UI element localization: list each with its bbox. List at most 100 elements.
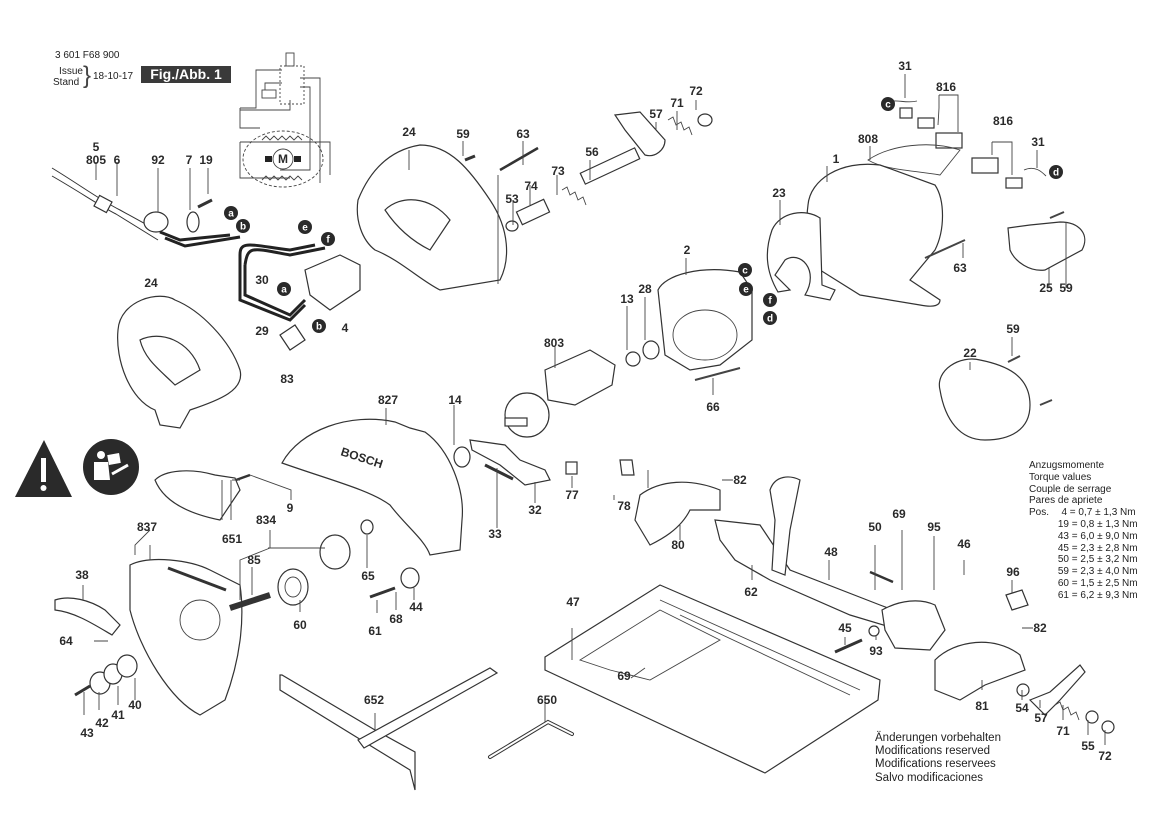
label-4: 4 (342, 321, 349, 335)
label-57-upper: 57 (649, 107, 663, 121)
label-652: 652 (364, 693, 384, 707)
part-77 (565, 461, 578, 475)
leader-lines (82, 74, 1106, 745)
label-9: 9 (287, 501, 294, 515)
label-59-upper: 59 (456, 127, 470, 141)
label-816-left: 816 (936, 80, 956, 94)
warning-icon (15, 440, 72, 497)
power-cord (51, 167, 241, 248)
label-14: 14 (448, 393, 462, 407)
stator-armature (504, 269, 753, 438)
switch-assembly (238, 243, 361, 351)
label-82-right: 82 (1033, 621, 1047, 635)
connector-f-stator: f (763, 293, 777, 307)
brace: } (83, 62, 92, 89)
label-71-lower: 71 (1056, 724, 1070, 738)
torque-row: 60 = 1,5 ± 2,5 Nm (1057, 577, 1138, 589)
part-number: 3 601 F68 900 (55, 50, 120, 61)
label-44: 44 (409, 600, 423, 614)
label-59-cover: 59 (1006, 322, 1020, 336)
modifications-notice: Änderungen vorbehalten Modifications res… (875, 732, 1001, 785)
torque-title-de: Anzugsmomente (1029, 460, 1105, 471)
label-7: 7 (186, 153, 193, 167)
label-650: 650 (537, 693, 557, 707)
flange (277, 568, 309, 606)
connector-a-cord: a (224, 206, 238, 220)
torque-row: 50 = 2,5 ± 3,2 Nm (1057, 554, 1138, 566)
connector-b-cord: b (236, 219, 250, 233)
label-24-left: 24 (144, 276, 158, 290)
connector-a-switch: a (277, 282, 291, 296)
stand-label: Stand (53, 77, 80, 88)
label-816-right: 816 (993, 114, 1013, 128)
connector-d-stator: d (763, 311, 777, 325)
connectors: a b e f a b c d c e f d (224, 97, 1063, 333)
svg-text:e: e (302, 223, 308, 234)
lever-38 (54, 597, 121, 636)
label-1: 1 (833, 152, 840, 166)
notice-de: Änderungen vorbehalten (875, 732, 1001, 744)
label-92: 92 (151, 153, 165, 167)
label-651: 651 (222, 532, 242, 546)
svg-text:b: b (240, 222, 246, 233)
label-48: 48 (824, 545, 838, 559)
torque-title-es: Pares de apriete (1029, 495, 1103, 507)
end-cap (1007, 221, 1086, 271)
connector-d-brush: d (1049, 165, 1063, 179)
label-41: 41 (111, 708, 125, 722)
label-22: 22 (963, 346, 977, 360)
label-808: 808 (858, 132, 878, 146)
label-71-upper: 71 (670, 96, 684, 110)
label-45: 45 (838, 621, 852, 635)
label-74: 74 (524, 179, 538, 193)
torque-title-en: Torque values (1029, 471, 1092, 483)
handle-upper (356, 144, 508, 291)
label-5: 5 (93, 140, 100, 154)
torque-title-fr: Couple de serrage (1029, 483, 1112, 495)
label-42: 42 (95, 716, 109, 730)
connector-c-brush: c (881, 97, 895, 111)
label-69-base: 69 (617, 669, 631, 683)
label-80: 80 (671, 538, 685, 552)
label-64: 64 (59, 634, 73, 648)
label-72-upper: 72 (689, 84, 703, 98)
figure-badge: Fig./Abb. 1 (141, 66, 231, 83)
pos-label: Pos. (1029, 507, 1050, 519)
label-83: 83 (280, 372, 294, 386)
issue-date: 18-10-17 (93, 71, 134, 82)
motor-symbol: M (278, 152, 288, 166)
label-66: 66 (706, 400, 720, 414)
svg-text:e: e (743, 285, 749, 296)
notice-es: Salvo modificaciones (875, 771, 984, 784)
label-29: 29 (255, 324, 269, 338)
handle-left (117, 295, 242, 429)
label-827: 827 (378, 393, 398, 407)
label-65: 65 (361, 569, 375, 583)
torque-row: 59 = 2,3 ± 4,0 Nm (1057, 566, 1138, 578)
bearing-14 (453, 446, 471, 468)
base-plate (544, 584, 881, 774)
notice-en: Modifications reserved (875, 745, 991, 758)
label-805: 805 (86, 153, 106, 167)
issue-label: Issue (59, 66, 83, 77)
label-47: 47 (566, 595, 580, 609)
label-30: 30 (255, 273, 269, 287)
label-60: 60 (293, 618, 307, 632)
angle-bracket (634, 481, 721, 546)
label-46: 46 (957, 537, 971, 551)
motor-housing (766, 144, 966, 307)
svg-text:c: c (885, 100, 891, 111)
label-68: 68 (389, 612, 403, 626)
label-82-left: 82 (733, 473, 747, 487)
upper-guard: BOSCH (281, 418, 463, 556)
svg-text:f: f (326, 235, 330, 246)
label-23: 23 (772, 186, 786, 200)
lower-guard (129, 558, 243, 716)
part-651 (154, 470, 241, 521)
notice-fr: Modifications reservees (875, 758, 996, 771)
label-57-lower: 57 (1034, 711, 1048, 725)
connector-e-stator: e (739, 282, 753, 296)
wiring-schematic: M (239, 52, 331, 188)
label-32: 32 (528, 503, 542, 517)
